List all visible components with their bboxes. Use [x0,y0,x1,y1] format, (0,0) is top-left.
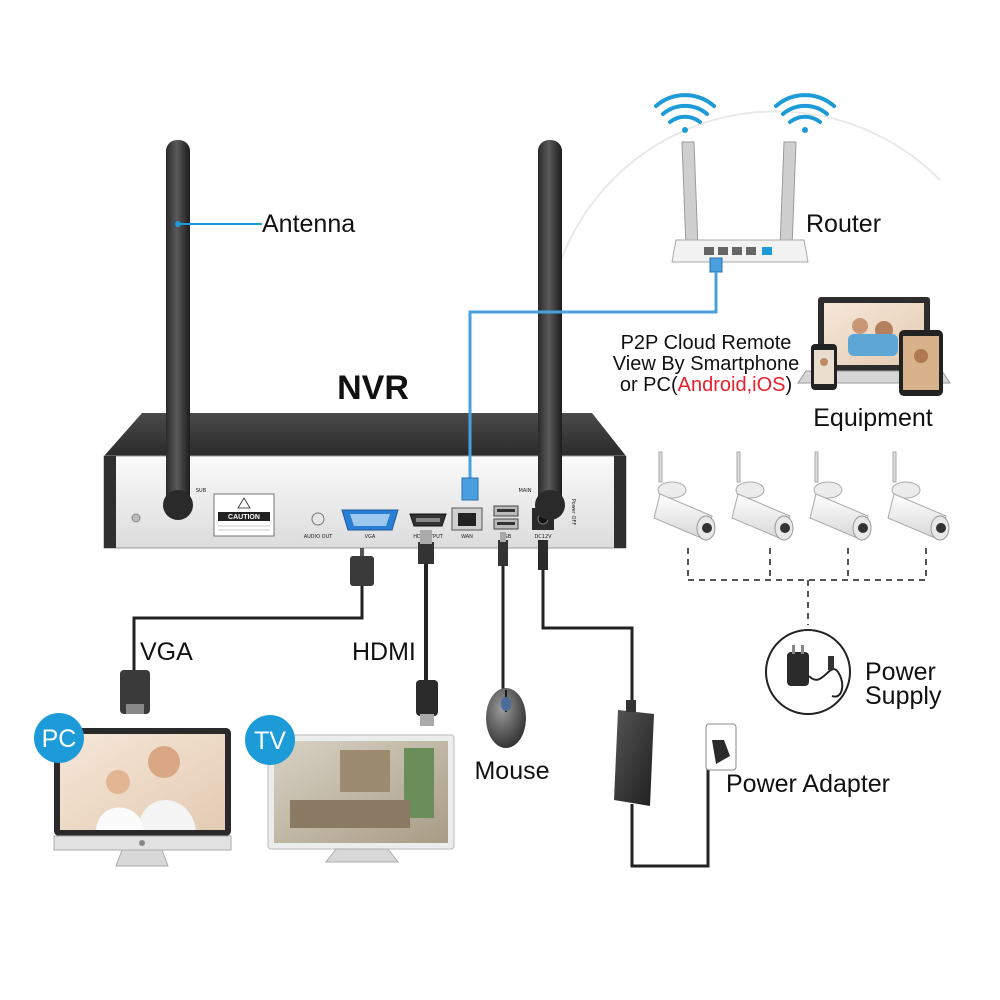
hdmi-port [409,513,447,527]
main-label: MAIN [519,488,532,494]
camera-2 [731,451,794,541]
p2p-os-highlight: Android,iOS [678,374,786,396]
power-supply-icon [765,629,851,715]
power-supply-label-line1: Power [865,658,936,686]
camera-power-dashes [687,548,927,625]
p2p-line-1: P2P Cloud Remote [621,332,792,354]
equipment-devices [797,297,951,396]
camera-1 [653,451,716,541]
nvr-title: NVR [337,369,409,407]
hdmi-label: HDMI [352,638,416,666]
power-supply-label-line2: Supply [865,682,942,710]
dc12v-label: DC12V [534,534,552,540]
vga-port [341,509,399,531]
power-off-label: Power OFF [570,499,576,526]
mouse-label: Mouse [474,757,549,785]
hdmi-cable [416,530,438,726]
pc-monitor [53,728,232,867]
pc-badge-text: PC [42,725,77,753]
antenna-left [163,140,193,520]
mouse-cable [498,532,508,690]
camera-4 [887,451,950,541]
p2p-line-3-suffix: ) [785,374,792,396]
ethernet-cable [468,272,718,492]
tv-monitor [267,734,455,863]
usb-label: USB [501,534,512,540]
router-label: Router [806,210,881,238]
vga-label: VGA [140,638,193,666]
wifi-icon [654,93,716,133]
wan-port [451,507,483,531]
tv-badge-text: TV [254,727,286,755]
caution-text: CAUTION [228,514,260,521]
dc-power-cable [538,540,710,868]
router-device [671,141,809,273]
p2p-line-2: View By Smartphone [613,353,799,375]
p2p-line-3: or PC(Android,iOS) [620,374,792,396]
antenna-label: Antenna [262,210,355,238]
vga-cable [120,548,374,714]
power-adapter-brick [614,700,654,806]
mouse-icon [486,688,526,748]
equipment-label: Equipment [813,404,933,432]
power-adapter-label: Power Adapter [726,770,890,798]
caution-label: CAUTION [213,493,275,537]
wan-label: WAN [461,534,473,540]
usb-ports [493,505,519,530]
p2p-line-3-prefix: or PC( [620,374,678,396]
wall-socket-icon [705,723,737,771]
vga-port-label: VGA [365,534,376,540]
camera-3 [809,451,872,541]
audio-out-label: AUDIO OUT [304,534,334,540]
audio-out-port [311,512,325,526]
wifi-icon [774,93,836,133]
pc-badge: PC [34,713,84,763]
sub-label: SUB [196,488,207,494]
tv-badge: TV [245,715,295,765]
antenna-right [535,140,565,520]
nvr-top-face [104,413,626,456]
